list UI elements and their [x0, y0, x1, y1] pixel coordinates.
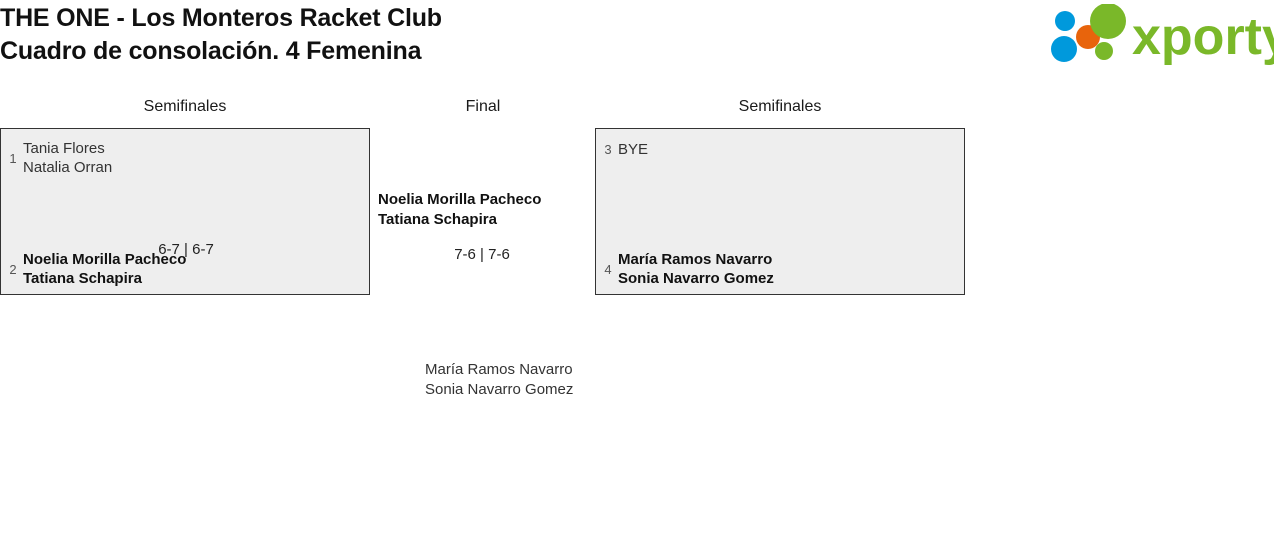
tournament-header: THE ONE - Los Monteros Racket Club Cuadr… — [0, 0, 1280, 80]
logo-dot-blue-small — [1055, 11, 1075, 31]
team-names[interactable]: María Ramos Navarro Sonia Navarro Gomez — [425, 360, 573, 400]
seed-number: 2 — [9, 261, 17, 277]
logo-dot-green-large — [1090, 4, 1126, 39]
seed-number: 3 — [604, 142, 612, 157]
player-name: Sonia Navarro Gomez — [618, 270, 774, 287]
logo-wordmark: xporty — [1132, 8, 1274, 66]
round-header-semifinals-left: Semifinales — [143, 98, 227, 115]
seed-number: 1 — [9, 150, 17, 166]
player-name: María Ramos Navarro — [425, 361, 573, 378]
team-names: Noelia Morilla Pacheco Tatiana Schapira — [23, 250, 186, 288]
player-name: Noelia Morilla Pacheco — [23, 251, 187, 268]
team-names: María Ramos Navarro Sonia Navarro Gomez — [618, 250, 774, 288]
round-header-semifinals-right: Semifinales — [738, 98, 822, 115]
player-name: Noelia Morilla Pacheco — [378, 191, 542, 208]
logo-dot-blue-large — [1051, 36, 1077, 62]
match-final[interactable]: Noelia Morilla Pacheco Tatiana Schapira … — [370, 128, 595, 403]
team-row[interactable]: 3 BYE — [598, 140, 648, 159]
page-title-line-2: Cuadro de consolación. 4 Femenina — [0, 37, 422, 65]
round-header-final: Final — [465, 98, 501, 115]
page-title-line-1: THE ONE - Los Monteros Racket Club — [0, 4, 442, 32]
match-score: 6-7 | 6-7 — [158, 241, 214, 258]
player-name: BYE — [618, 141, 649, 158]
match-score: 7-6 | 7-6 — [454, 246, 510, 263]
logo-dot-green-small — [1095, 42, 1113, 60]
xporty-logo[interactable]: xporty — [1046, 4, 1274, 66]
team-names: BYE — [618, 140, 648, 159]
team-names: Tania Flores Natalia Orran — [23, 139, 112, 177]
team-row[interactable]: 1 Tania Flores Natalia Orran — [3, 139, 112, 177]
player-name: Tatiana Schapira — [378, 211, 497, 228]
match-semifinal-right[interactable]: 3 BYE 4 María Ramos Navarro Sonia Navarr… — [595, 128, 965, 295]
match-semifinal-left[interactable]: 1 Tania Flores Natalia Orran 6-7 | 6-7 2… — [0, 128, 370, 295]
player-name: Natalia Orran — [23, 159, 113, 176]
seed-number: 4 — [604, 261, 612, 277]
player-name: María Ramos Navarro — [618, 251, 773, 268]
team-names[interactable]: Noelia Morilla Pacheco Tatiana Schapira — [378, 190, 541, 230]
team-row[interactable]: 2 Noelia Morilla Pacheco Tatiana Schapir… — [3, 250, 186, 288]
team-row[interactable]: 4 María Ramos Navarro Sonia Navarro Gome… — [598, 250, 774, 288]
player-name: Tania Flores — [23, 140, 105, 157]
tournament-bracket: Semifinales Final Semifinales 1 Tania Fl… — [0, 90, 1280, 398]
player-name: Tatiana Schapira — [23, 270, 142, 287]
page-title: THE ONE - Los Monteros Racket Club Cuadr… — [0, 2, 442, 68]
player-name: Sonia Navarro Gomez — [425, 381, 574, 398]
